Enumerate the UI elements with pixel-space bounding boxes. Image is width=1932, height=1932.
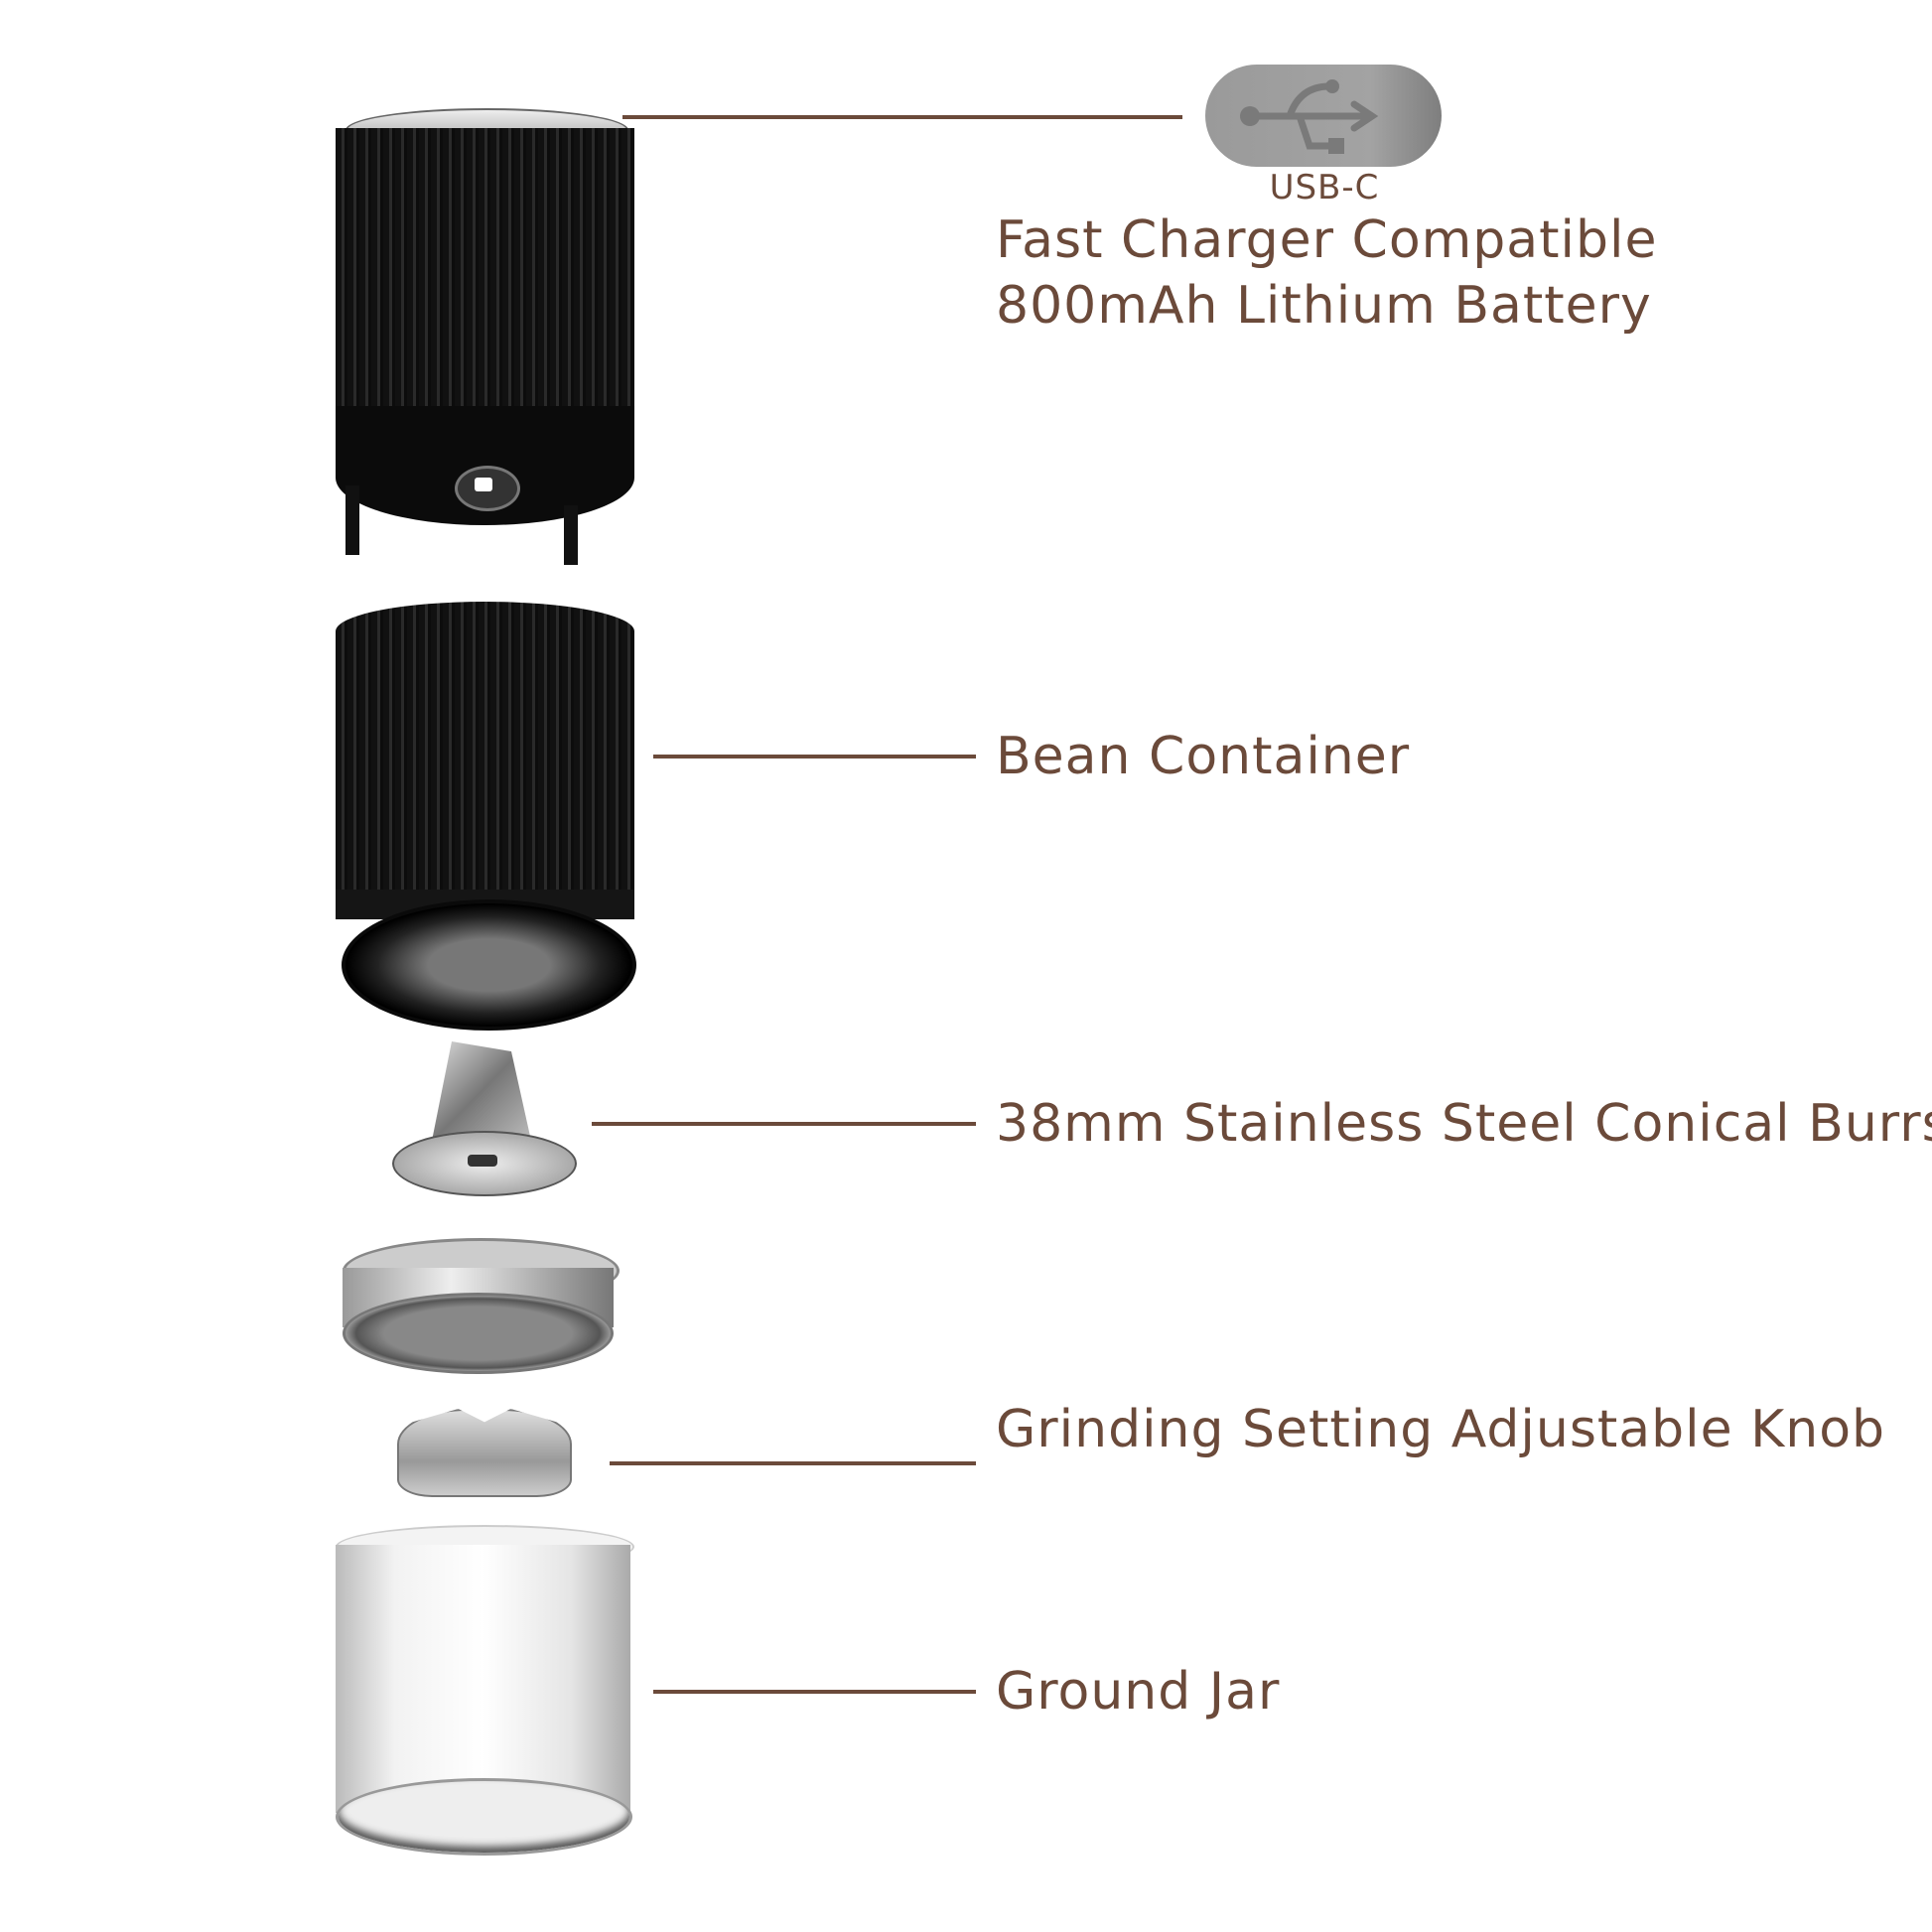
leader-line-bean-container: [653, 755, 976, 759]
battery-label-line1: Fast Charger Compatible: [996, 210, 1658, 270]
burrs-label: 38mm Stainless Steel Conical Burrs: [996, 1094, 1932, 1154]
knob-label: Grinding Setting Adjustable Knob: [996, 1400, 1886, 1459]
leader-line-ground-jar: [653, 1690, 976, 1694]
adjustment-ring-image: [343, 1238, 620, 1374]
usb-icon: [1205, 65, 1442, 167]
usb-c-label: USB-C: [1269, 168, 1380, 207]
ground-jar-image: [336, 1525, 634, 1856]
grind-knob-image: [392, 1399, 573, 1497]
leader-line-knob: [610, 1461, 976, 1465]
conical-burr-image: [392, 1041, 577, 1196]
bean-container-image: [336, 602, 636, 1031]
battery-label-line2: 800mAh Lithium Battery: [996, 276, 1652, 336]
leader-line-battery: [622, 115, 1182, 119]
ground-jar-label: Ground Jar: [996, 1662, 1281, 1722]
bean-container-label: Bean Container: [996, 727, 1411, 786]
motor-cap-image: [336, 108, 634, 567]
leader-line-burrs: [592, 1122, 976, 1126]
